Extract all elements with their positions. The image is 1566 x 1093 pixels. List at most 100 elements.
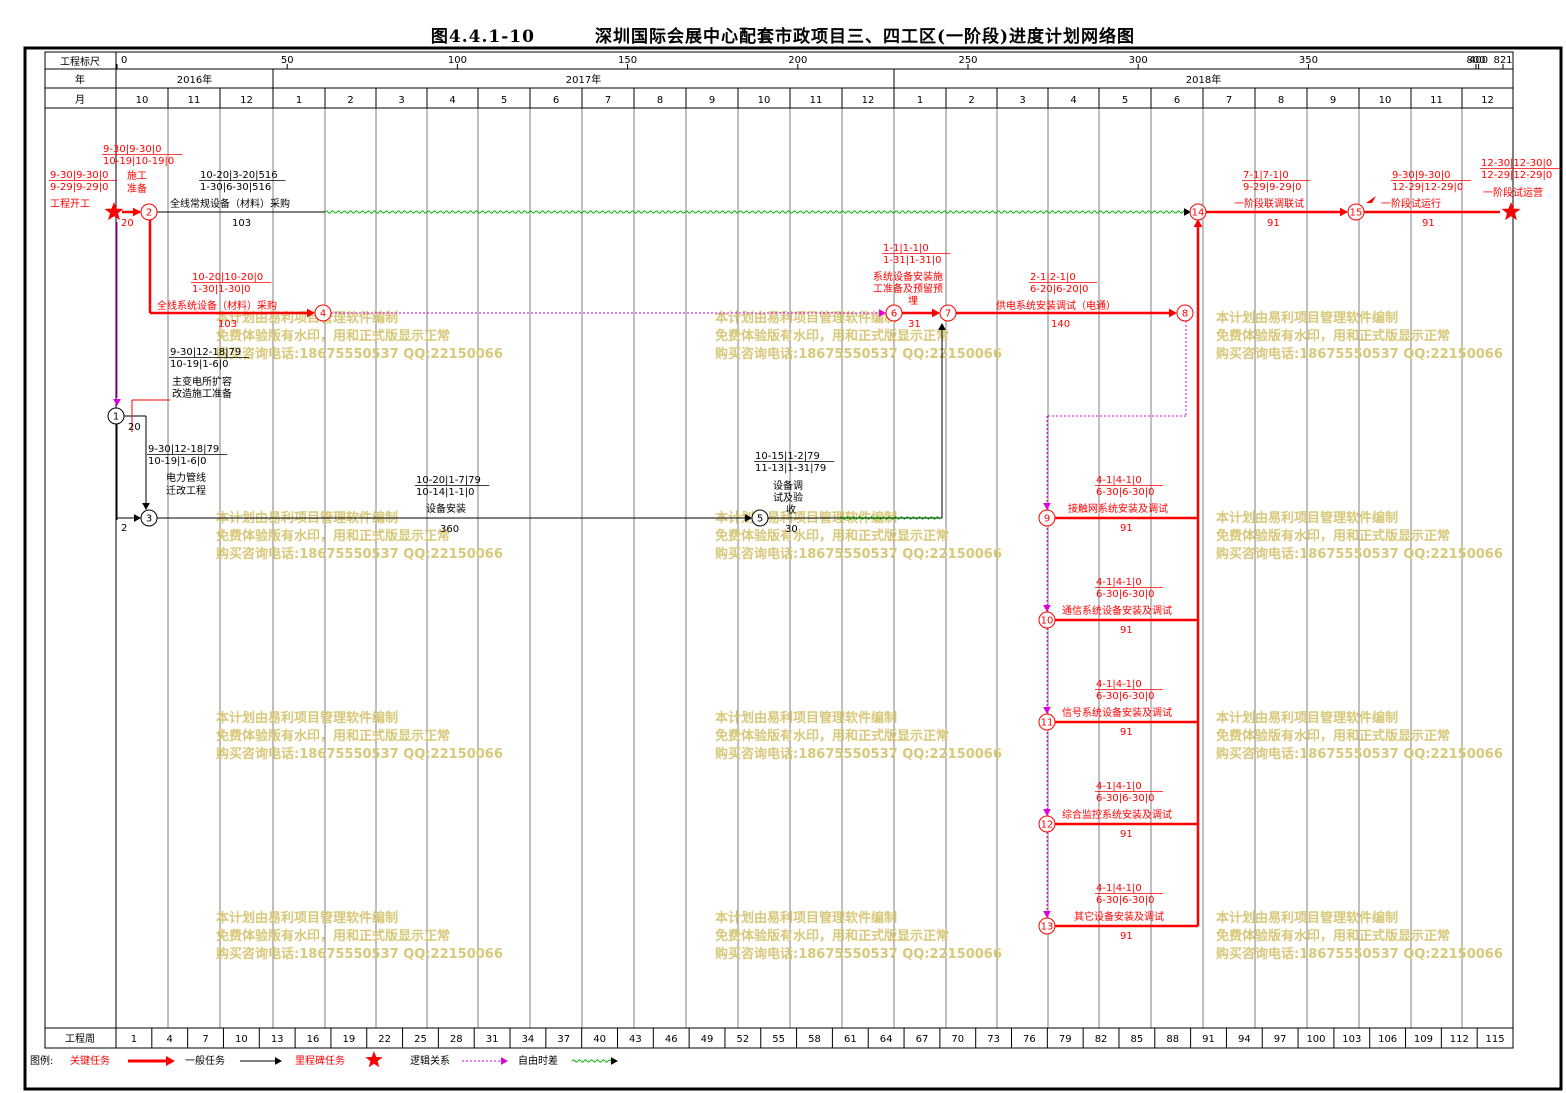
task-date-row: 10-19|10-19|0 [103, 156, 174, 167]
event-node-label: 9 [1044, 514, 1050, 525]
week-label: 22 [378, 1034, 391, 1045]
week-label: 31 [486, 1034, 499, 1045]
watermark-text: 本计划由易利项目管理软件编制 [1216, 510, 1398, 526]
watermark-text: 免费体验版有水印，用和正式版显示正常 [715, 928, 949, 944]
task-name: 主变电所扩容 [172, 375, 232, 388]
month-label: 9 [709, 95, 715, 106]
scale-tick-label: 350 [1299, 55, 1318, 66]
month-label: 2 [968, 95, 974, 106]
month-label: 4 [449, 95, 455, 106]
arrow-head [745, 514, 752, 522]
arrow-head [932, 308, 940, 318]
month-label: 7 [605, 95, 611, 106]
month-label: 4 [1070, 95, 1076, 106]
event-node-1 [107, 407, 125, 425]
task-duration: 20 [128, 422, 141, 433]
task-name: 一阶段试运行 [1381, 197, 1441, 210]
month-label: 5 [1122, 95, 1128, 106]
task-date-row: 10-14|1-1|0 [416, 487, 475, 498]
arrow-head [307, 308, 315, 318]
task-duration: 91 [1422, 218, 1435, 229]
week-label: 43 [629, 1034, 642, 1045]
task-name: 迁改工程 [166, 484, 206, 497]
month-label: 6 [1174, 95, 1180, 106]
week-label: 4 [167, 1034, 173, 1045]
event-node-2 [140, 203, 158, 221]
arrow-head [1193, 219, 1203, 227]
outer-frame [23, 46, 1563, 1091]
arrow-head [133, 207, 141, 217]
task-date-row: 1-30|6-30|516 [200, 182, 271, 193]
month-label: 8 [1278, 95, 1284, 106]
task-date-row: 10-15|1-2|79 [755, 451, 820, 462]
task-duration: 140 [1051, 319, 1070, 330]
week-label: 97 [1274, 1034, 1287, 1045]
task-date-row: 9-30|9-30|0 [1392, 170, 1451, 181]
event-node-label: 8 [1182, 309, 1188, 320]
legend-milestone-star-icon [365, 1051, 383, 1068]
month-label: 1 [296, 95, 302, 106]
event-node-10 [1038, 611, 1056, 629]
event-node-label: 15 [1350, 208, 1363, 219]
week-label: 28 [450, 1034, 463, 1045]
task-name: 工准备及预留预 [873, 282, 943, 295]
task-dates-system-4: 4-1|4-1|06-30|6-30|0 [1095, 781, 1164, 804]
task-name: 收 [786, 503, 796, 516]
inner-frame [44, 51, 1514, 1049]
task-date-row: 10-19|1-6|0 [170, 359, 229, 370]
task-date-row: 1-31|1-31|0 [883, 255, 942, 266]
task-date-row: 9-30|12-18|79 [148, 444, 219, 455]
legend-milestone-label: 里程碑任务 [295, 1054, 345, 1067]
week-label: 工程周 [65, 1033, 95, 1045]
task-name: 信号系统设备安装及调试 [1062, 706, 1172, 719]
watermark-text: 购买咨询电话:18675550537 QQ:22150066 [1216, 946, 1503, 962]
task-name: 系统设备安装施 [873, 270, 943, 283]
task-date-row: 9-30|9-30|0 [50, 170, 109, 181]
task-name: 准备 [127, 182, 147, 195]
watermark-text: 购买咨询电话:18675550537 QQ:22150066 [1216, 746, 1503, 762]
event-node-14 [1189, 203, 1207, 221]
task-date-row: 9-30|9-30|0 [103, 144, 162, 155]
arrow-head [879, 309, 886, 317]
task-name: 设备调 [773, 479, 803, 492]
legend-normal-arrow [275, 1057, 282, 1065]
event-node-label: 1 [113, 412, 119, 423]
week-label: 82 [1095, 1034, 1108, 1045]
year-label: 2018年 [1186, 73, 1221, 86]
task-date-row: 12-30|12-30|0 [1481, 158, 1552, 169]
legend-float-wave [571, 1059, 613, 1063]
week-label: 40 [593, 1034, 606, 1045]
task-duration: 91 [1120, 829, 1133, 840]
week-label: 67 [916, 1034, 929, 1045]
task-duration: 91 [1120, 931, 1133, 942]
week-label: 88 [1166, 1034, 1179, 1045]
watermark-text: 购买咨询电话:18675550537 QQ:22150066 [1216, 546, 1503, 562]
week-label: 70 [951, 1034, 964, 1045]
float-wave [324, 210, 1186, 214]
legend-critical-label: 关键任务 [70, 1054, 110, 1067]
event-node-13 [1038, 917, 1056, 935]
week-label: 1 [131, 1034, 137, 1045]
week-label: 25 [414, 1034, 427, 1045]
month-label: 10 [758, 95, 771, 106]
logic-arrow [1043, 809, 1051, 816]
arrow-head [113, 399, 121, 406]
week-label: 19 [342, 1034, 355, 1045]
legend-critical-arrow [166, 1056, 175, 1066]
watermark-text: 免费体验版有水印，用和正式版显示正常 [715, 328, 949, 344]
task-date-row: 12-29|12-29|0 [1392, 182, 1463, 193]
task-dates-system-3: 4-1|4-1|06-30|6-30|0 [1095, 679, 1164, 702]
watermark-text: 购买咨询电话:18675550537 QQ:22150066 [715, 546, 1002, 562]
week-label: 10 [235, 1034, 248, 1045]
week-label: 100 [1306, 1034, 1325, 1045]
watermark-text: 购买咨询电话:18675550537 QQ:22150066 [715, 946, 1002, 962]
month-label: 5 [501, 95, 507, 106]
task-date-row: 6-30|6-30|0 [1096, 589, 1155, 600]
task-dates-power-system: 2-1|2-1|06-20|6-20|0 [1029, 272, 1098, 295]
task-dates-system-5: 4-1|4-1|06-30|6-30|0 [1095, 883, 1164, 906]
event-node-label: 5 [757, 514, 763, 525]
task-dates-trial-operation: 12-30|12-30|012-29|12-29|0 [1480, 158, 1561, 181]
